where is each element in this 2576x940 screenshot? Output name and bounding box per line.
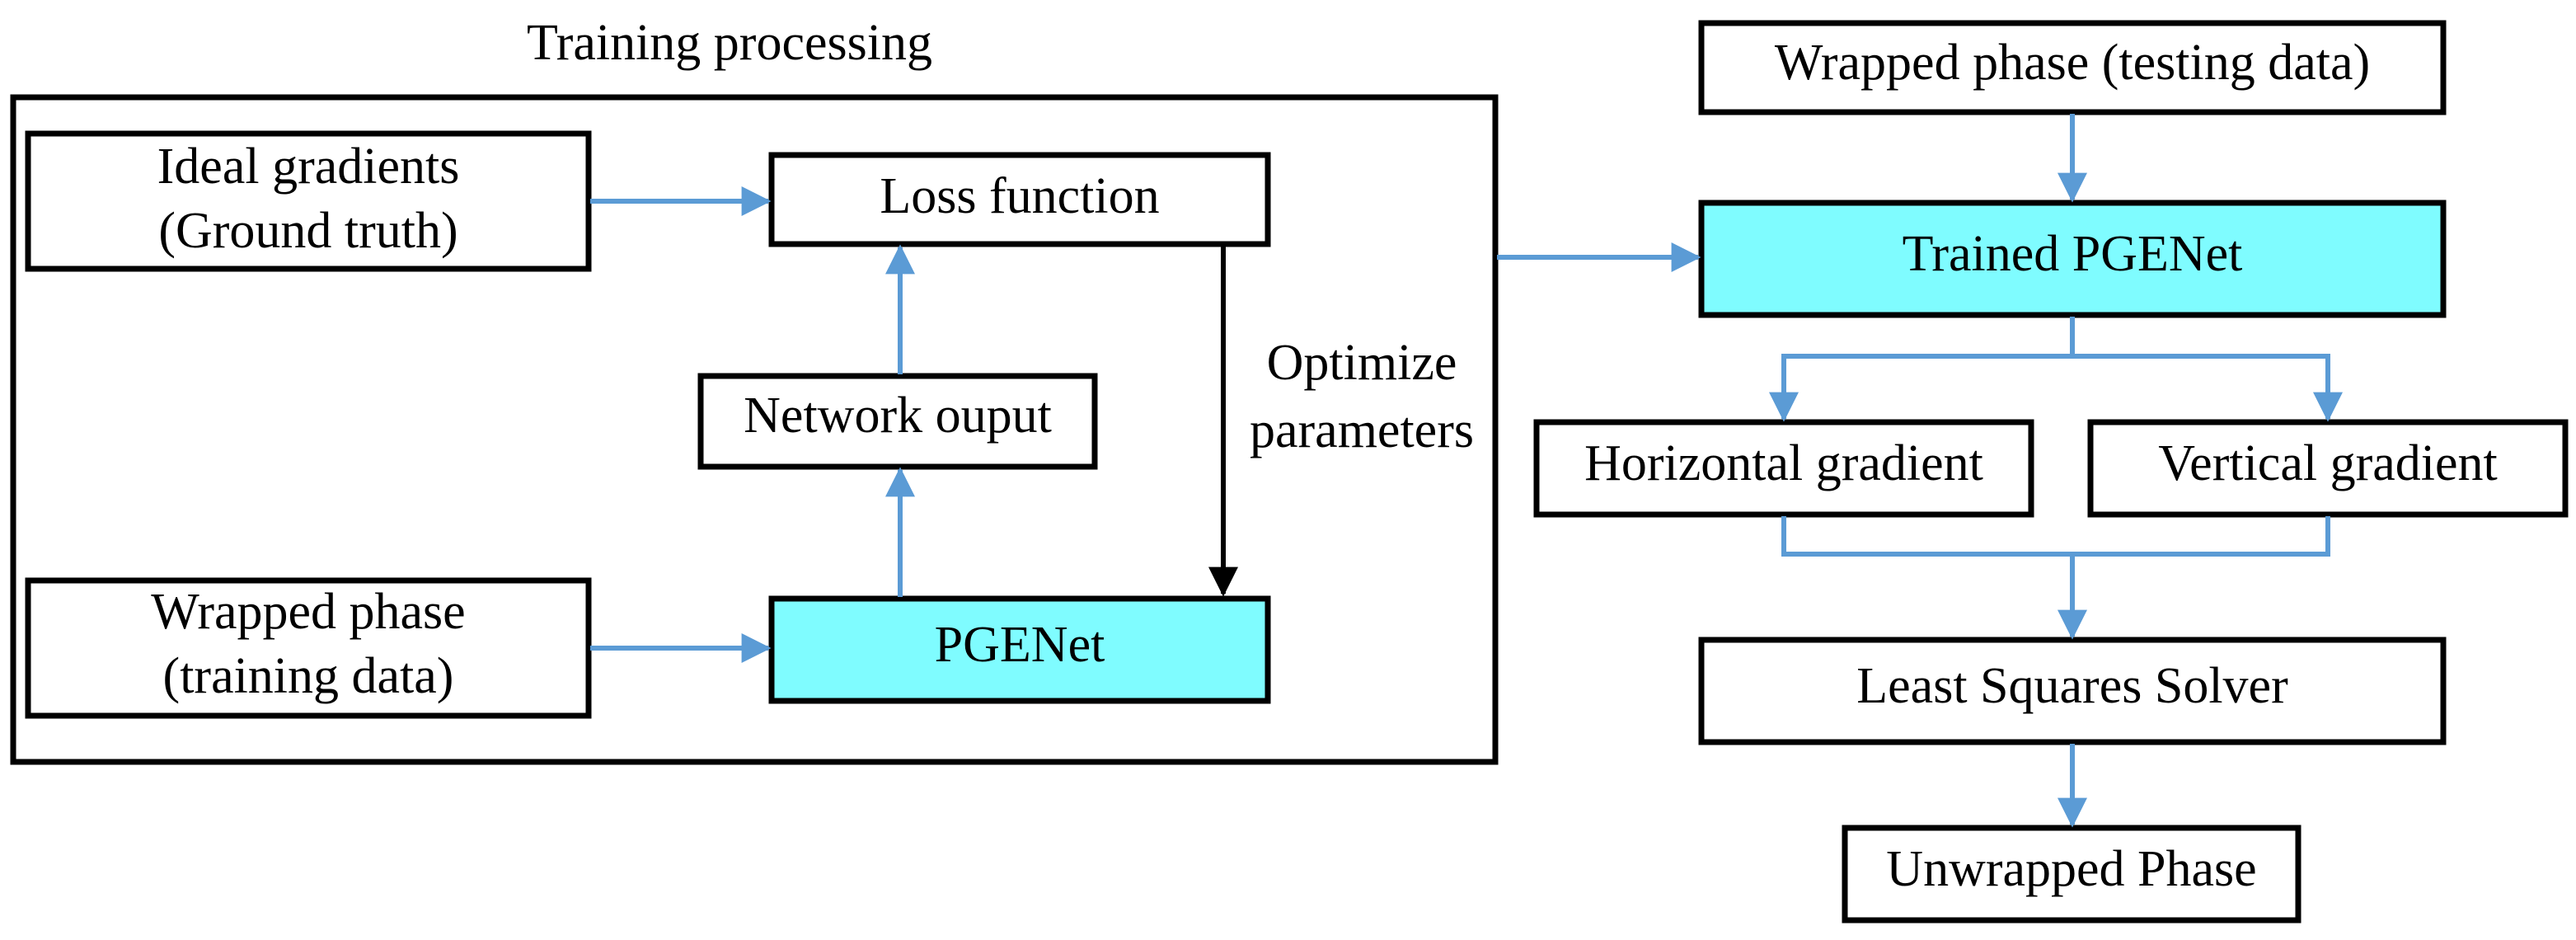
unwrapped-phase-label: Unwrapped Phase	[1886, 841, 2256, 897]
network-output-label: Network ouput	[744, 388, 1052, 444]
wrapped-phase-testing-node: Wrapped phase (testing data)	[1698, 20, 2447, 115]
optimize-label-line1: Optimize	[1267, 335, 1457, 391]
least-squares-label: Least Squares Solver	[1856, 658, 2288, 714]
wrapped-phase-training-label-line1: Wrapped phase	[151, 584, 465, 640]
trained-pgenet-node: Trained PGENet	[1698, 200, 2447, 318]
ideal-gradients-node: Ideal gradients (Ground truth)	[25, 130, 592, 272]
ideal-gradients-label-line1: Ideal gradients	[157, 139, 460, 195]
training-processing-title: Training processing	[527, 15, 932, 71]
vertical-gradient-node: Vertical gradient	[2087, 419, 2569, 518]
ideal-gradients-label-line2: (Ground truth)	[158, 203, 457, 259]
pgenet-label: PGENet	[935, 617, 1105, 673]
loss-function-label: Loss function	[880, 168, 1159, 224]
least-squares-node: Least Squares Solver	[1698, 637, 2447, 745]
network-output-node: Network ouput	[697, 373, 1098, 470]
pgenet-node: PGENet	[768, 595, 1271, 704]
horizontal-gradient-label: Horizontal gradient	[1584, 435, 1983, 491]
arrow-trained-to-horizontal	[1769, 317, 2075, 422]
wrapped-phase-training-node: Wrapped phase (training data)	[25, 577, 592, 719]
unwrapped-phase-node: Unwrapped Phase	[1842, 825, 2302, 924]
loss-function-node: Loss function	[768, 152, 1271, 247]
horizontal-gradient-node: Horizontal gradient	[1533, 419, 2034, 518]
wrapped-phase-testing-label: Wrapped phase (testing data)	[1775, 35, 2370, 91]
vertical-gradient-label: Vertical gradient	[2158, 435, 2497, 491]
wrapped-phase-training-label-line2: (training data)	[163, 648, 454, 704]
optimize-label-line2: parameters	[1250, 402, 1474, 458]
trained-pgenet-label: Trained PGENet	[1903, 226, 2243, 282]
training-processing-frame	[10, 94, 1499, 765]
optimize-parameters-label: Optimize parameters	[1250, 335, 1474, 458]
connector-gradients-merge	[1781, 516, 2330, 557]
arrow-trained-to-vertical	[2072, 354, 2343, 422]
